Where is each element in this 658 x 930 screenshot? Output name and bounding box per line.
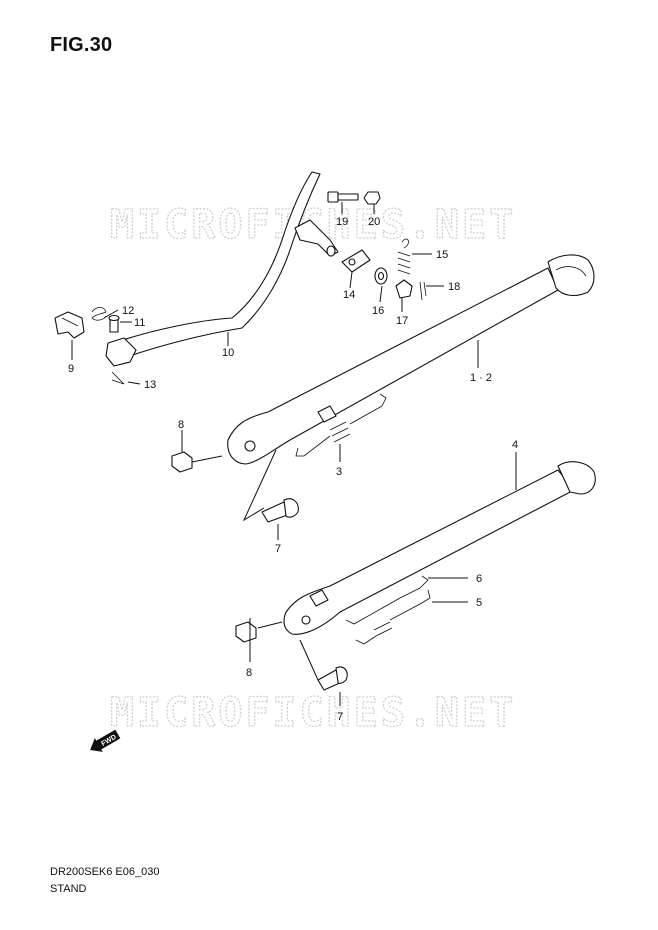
callout-10: 10 xyxy=(222,347,234,359)
callout-15: 15 xyxy=(436,249,448,261)
fwd-arrow-icon xyxy=(90,729,121,752)
callout-18: 18 xyxy=(448,281,460,293)
brake-pedal xyxy=(105,171,339,367)
callout-13: 13 xyxy=(144,379,156,391)
callout-4: 4 xyxy=(512,439,518,451)
diagram-name: STAND xyxy=(50,883,87,895)
spring-3 xyxy=(295,393,387,457)
bolt-7-upper xyxy=(261,498,299,523)
cotter-pin-13 xyxy=(111,371,125,385)
callout-14: 14 xyxy=(343,289,355,301)
callout-8-lower: 8 xyxy=(246,667,252,679)
spring-6 xyxy=(345,575,429,625)
spring-12 xyxy=(91,307,107,321)
side-stand-lower xyxy=(235,461,596,643)
nut-20 xyxy=(363,191,381,205)
callout-6: 6 xyxy=(476,573,482,585)
side-stand-upper xyxy=(171,254,595,473)
pin-11 xyxy=(108,314,120,333)
cam-17 xyxy=(395,279,413,299)
bolt-19 xyxy=(327,191,359,203)
leader-lines xyxy=(71,202,517,706)
pin-18 xyxy=(419,281,427,301)
callout-16: 16 xyxy=(372,305,384,317)
diagram-code: DR200SEK6 E06_030 xyxy=(50,866,160,878)
spring-5 xyxy=(355,589,431,645)
bolt-7-lower xyxy=(317,666,348,691)
callout-20: 20 xyxy=(368,216,380,228)
fwd-label: FWD xyxy=(100,734,117,748)
callout-7-lower: 7 xyxy=(337,711,343,723)
callout-8-upper: 8 xyxy=(178,419,184,431)
callout-17: 17 xyxy=(396,315,408,327)
callout-7-upper: 7 xyxy=(275,543,281,555)
pin-upper xyxy=(317,405,337,423)
callout-11: 11 xyxy=(134,317,145,329)
callout-labels: 1 · 2 3 4 6 5 8 7 8 7 9 10 11 12 13 14 1… xyxy=(68,216,518,723)
callout-1-2: 1 · 2 xyxy=(470,372,492,384)
watermark-bottom: MICROFICHES.NET xyxy=(110,690,516,736)
washer-16 xyxy=(374,267,388,285)
callout-9: 9 xyxy=(68,363,74,375)
brake-clevis-9 xyxy=(54,311,85,339)
callout-19: 19 xyxy=(336,216,348,228)
callout-5: 5 xyxy=(476,597,482,609)
spring-15 xyxy=(397,238,411,275)
figure-title: FIG.30 xyxy=(50,34,113,56)
callout-12: 12 xyxy=(122,305,134,317)
plate-14 xyxy=(341,249,371,273)
callout-3: 3 xyxy=(336,466,342,478)
